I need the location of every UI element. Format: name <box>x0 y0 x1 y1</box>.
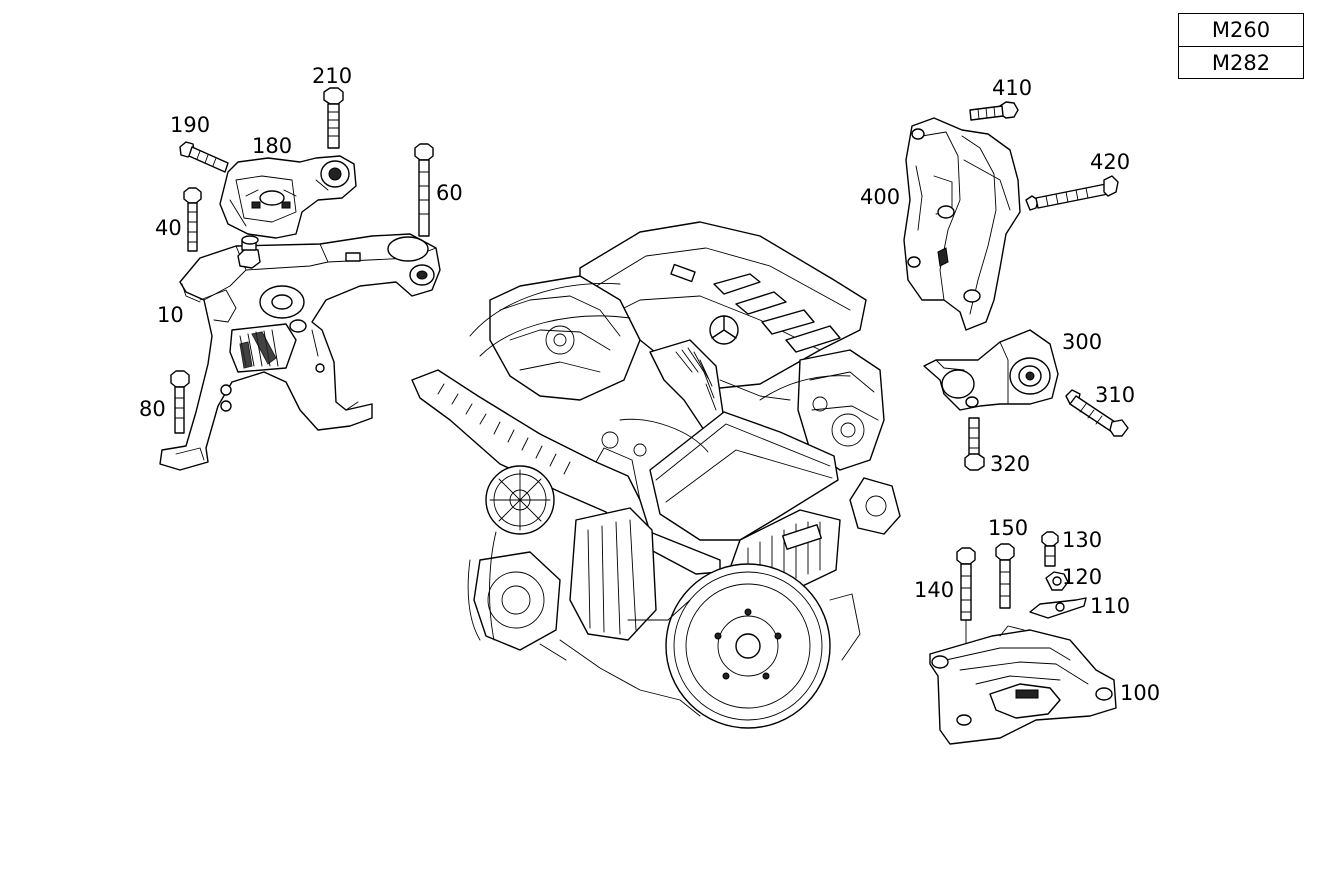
bolt-140[interactable] <box>956 547 976 661</box>
engine-assembly[interactable] <box>411 221 901 729</box>
callout-120[interactable]: 120 <box>1062 565 1103 589</box>
callout-210[interactable]: 210 <box>312 64 353 88</box>
nut-120[interactable] <box>1045 571 1069 591</box>
callout-60[interactable]: 60 <box>436 181 463 205</box>
callout-130[interactable]: 130 <box>1062 528 1103 552</box>
bolt-210[interactable] <box>323 87 344 149</box>
bracket-10[interactable] <box>159 233 441 471</box>
model-m282: M282 <box>1179 46 1303 79</box>
mount-180[interactable] <box>219 155 357 239</box>
model-designation-table: M260 M282 <box>1178 13 1304 79</box>
mount-300[interactable] <box>923 329 1129 471</box>
callout-150[interactable]: 150 <box>988 516 1029 540</box>
model-m260: M260 <box>1211 18 1271 42</box>
callout-420[interactable]: 420 <box>1090 150 1131 174</box>
callout-100[interactable]: 100 <box>1120 681 1161 705</box>
mount-100-assembly[interactable] <box>929 531 1117 745</box>
bolt-190[interactable] <box>179 141 229 173</box>
callout-190[interactable]: 190 <box>170 113 211 137</box>
clip-110[interactable] <box>1029 597 1087 619</box>
callout-400[interactable]: 400 <box>860 185 901 209</box>
bolt-420[interactable] <box>1025 175 1119 211</box>
callout-80[interactable]: 80 <box>139 397 166 421</box>
callout-110[interactable]: 110 <box>1090 594 1131 618</box>
bolt-310[interactable] <box>1065 389 1129 437</box>
callout-140[interactable]: 140 <box>914 578 955 602</box>
bolt-320[interactable] <box>964 417 985 471</box>
bolt-150[interactable] <box>995 543 1015 609</box>
bolt-40[interactable] <box>183 187 202 252</box>
bolt-410[interactable] <box>969 101 1019 121</box>
support-bracket-400[interactable] <box>903 101 1119 331</box>
callout-10[interactable]: 10 <box>157 303 184 327</box>
left-engine-mount-assembly[interactable] <box>159 87 441 471</box>
callout-320[interactable]: 320 <box>990 452 1031 476</box>
callout-300[interactable]: 300 <box>1062 330 1103 354</box>
callout-180[interactable]: 180 <box>252 134 293 158</box>
bolt-80[interactable] <box>170 370 190 434</box>
callout-310[interactable]: 310 <box>1095 383 1136 407</box>
callout-410[interactable]: 410 <box>992 76 1033 100</box>
bolt-130[interactable] <box>1041 531 1059 567</box>
bolt-60[interactable] <box>414 143 434 237</box>
callout-40[interactable]: 40 <box>155 216 182 240</box>
